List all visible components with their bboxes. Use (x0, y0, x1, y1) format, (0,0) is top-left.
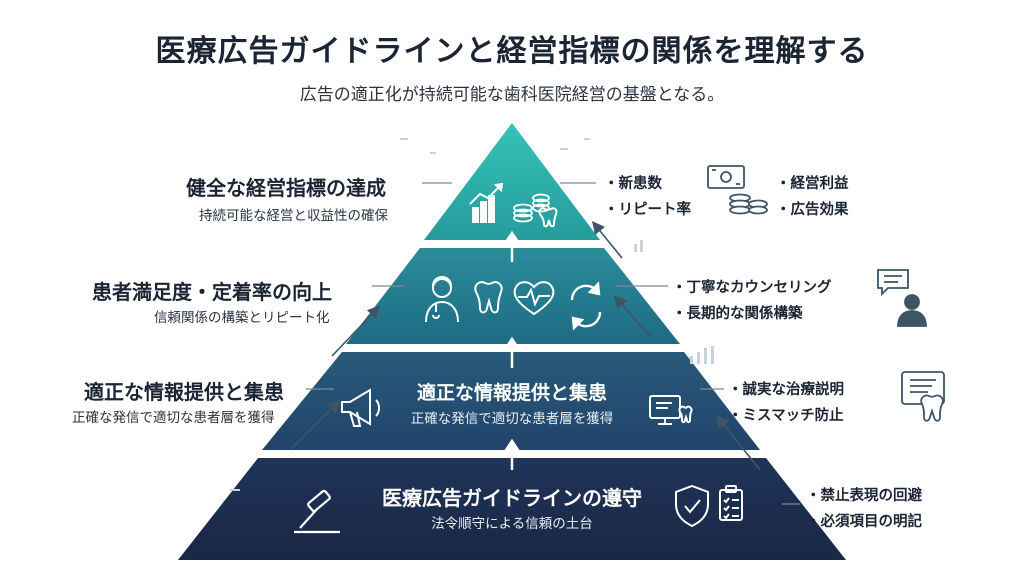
bullet-required-items: ・必須項目の明記 (806, 514, 922, 530)
tooth-icon (474, 281, 503, 314)
bullet-avoid-prohibited: ・禁止表現の回避 (806, 488, 922, 504)
tier-1 (424, 123, 600, 240)
level-3-subtitle: 正確な発信で適切な患者層を獲得 (72, 410, 275, 426)
tier-2 (346, 248, 680, 344)
bullet-new-patients: ・新患数 (604, 176, 662, 192)
bullet-counseling: ・丁寧なカウンセリング (672, 280, 832, 296)
level-1-title: 健全な経営指標の達成 (186, 176, 386, 200)
monitor-tooth-icon (649, 395, 693, 425)
leader-lines (306, 182, 800, 505)
center-arrows (503, 230, 521, 470)
bullet-mismatch-prevention: ・ミスマッチ防止 (728, 408, 844, 424)
page-title: 医療広告ガイドラインと経営指標の関係を理解する (155, 34, 869, 69)
bullet-honest-explanation: ・誠実な治療説明 (728, 382, 844, 398)
coins-icon (513, 193, 550, 223)
bullet-repeat-rate: ・リピート率 (604, 202, 691, 218)
growth-chart-icon (469, 182, 504, 223)
level-2-subtitle: 信頼関係の構築とリピート化 (154, 310, 330, 326)
bullet-ad-effect: ・広告効果 (776, 202, 849, 218)
page-subtitle: 広告の適正化が持続可能な歯科医院経営の基盤となる。 (299, 85, 725, 105)
level-3-inner-subtitle: 正確な発信で適切な患者層を獲得 (410, 411, 614, 427)
level-4-inner-title: 医療広告ガイドラインの遵守 (382, 486, 642, 510)
decor-marks (230, 138, 854, 502)
megaphone-icon (341, 388, 380, 427)
side-arrows (289, 221, 761, 471)
shield-check-icon (675, 484, 709, 528)
bullet-operating-profit: ・経営利益 (776, 176, 849, 192)
bullet-long-term: ・長期的な関係構築 (672, 306, 803, 322)
heart-pulse-icon (513, 281, 555, 316)
level-2-title: 患者満足度・定着率の向上 (92, 280, 332, 304)
cash-icon (707, 165, 768, 215)
level-4-inner-subtitle: 法令順守による信頼の土台 (431, 516, 593, 532)
tier-3 (262, 352, 760, 450)
level-3-title: 適正な情報提供と集患 (84, 380, 284, 404)
tier-4 (178, 458, 846, 560)
doctor-icon (425, 276, 459, 323)
chat-person-icon (877, 269, 927, 327)
level-3-inner-title: 適正な情報提供と集患 (416, 382, 607, 404)
tooth-icon (538, 207, 558, 228)
clipboard-icon (719, 485, 743, 521)
tooth-chat-icon (901, 371, 945, 422)
level-1-subtitle: 持続可能な経営と収益性の確保 (199, 208, 388, 224)
gavel-icon (294, 489, 340, 534)
refresh-icon (570, 281, 602, 331)
